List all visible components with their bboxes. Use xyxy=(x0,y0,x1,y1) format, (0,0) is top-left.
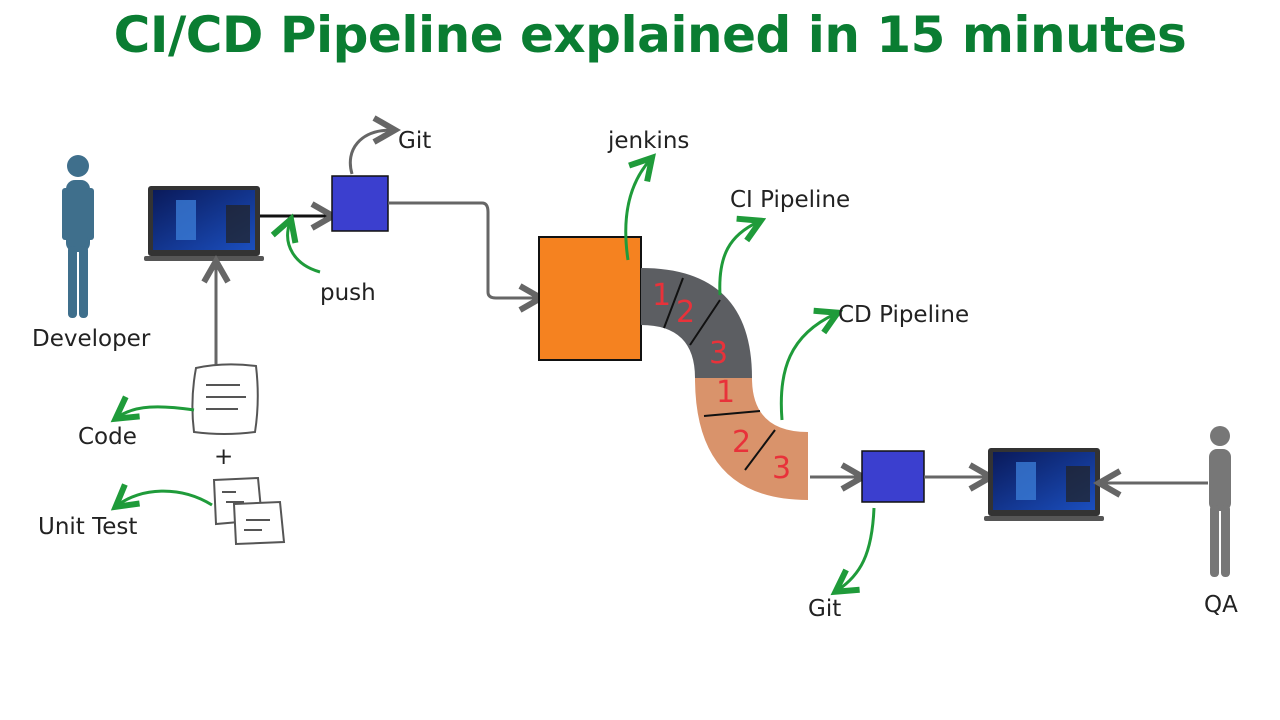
developer-laptop-icon xyxy=(144,186,264,261)
cd-pipeline-tube xyxy=(695,378,808,500)
git-bottom-label: Git xyxy=(808,596,841,622)
plus-sign: + xyxy=(214,444,233,470)
cd-pipeline-label: CD Pipeline xyxy=(838,302,969,328)
qa-figure-icon xyxy=(1209,426,1231,577)
git-repo-box xyxy=(331,175,389,232)
ci-pipeline-label: CI Pipeline xyxy=(730,187,850,213)
git-top-label: Git xyxy=(398,128,431,154)
ci-stage-1: 1 xyxy=(652,278,671,313)
cd-stage-3: 3 xyxy=(772,451,791,486)
page-title: CI/CD Pipeline explained in 15 minutes xyxy=(113,6,1187,64)
cd-stage-1: 1 xyxy=(716,375,735,410)
code-document-icon xyxy=(191,363,259,435)
qa-laptop-icon xyxy=(984,448,1104,521)
unit-test-document-icon xyxy=(212,476,286,546)
git-release-box xyxy=(861,450,925,503)
ci-stage-2: 2 xyxy=(676,295,695,330)
developer-figure-icon xyxy=(62,155,94,318)
developer-label: Developer xyxy=(32,326,151,352)
cd-stage-2: 2 xyxy=(732,425,751,460)
jenkins-box xyxy=(538,236,642,361)
unit-test-label: Unit Test xyxy=(38,514,137,540)
jenkins-label: jenkins xyxy=(607,128,689,154)
ci-stage-3: 3 xyxy=(709,336,728,371)
push-label: push xyxy=(320,280,376,306)
code-label: Code xyxy=(78,424,137,450)
qa-label: QA xyxy=(1204,592,1238,618)
ci-pipeline-tube xyxy=(641,268,752,378)
